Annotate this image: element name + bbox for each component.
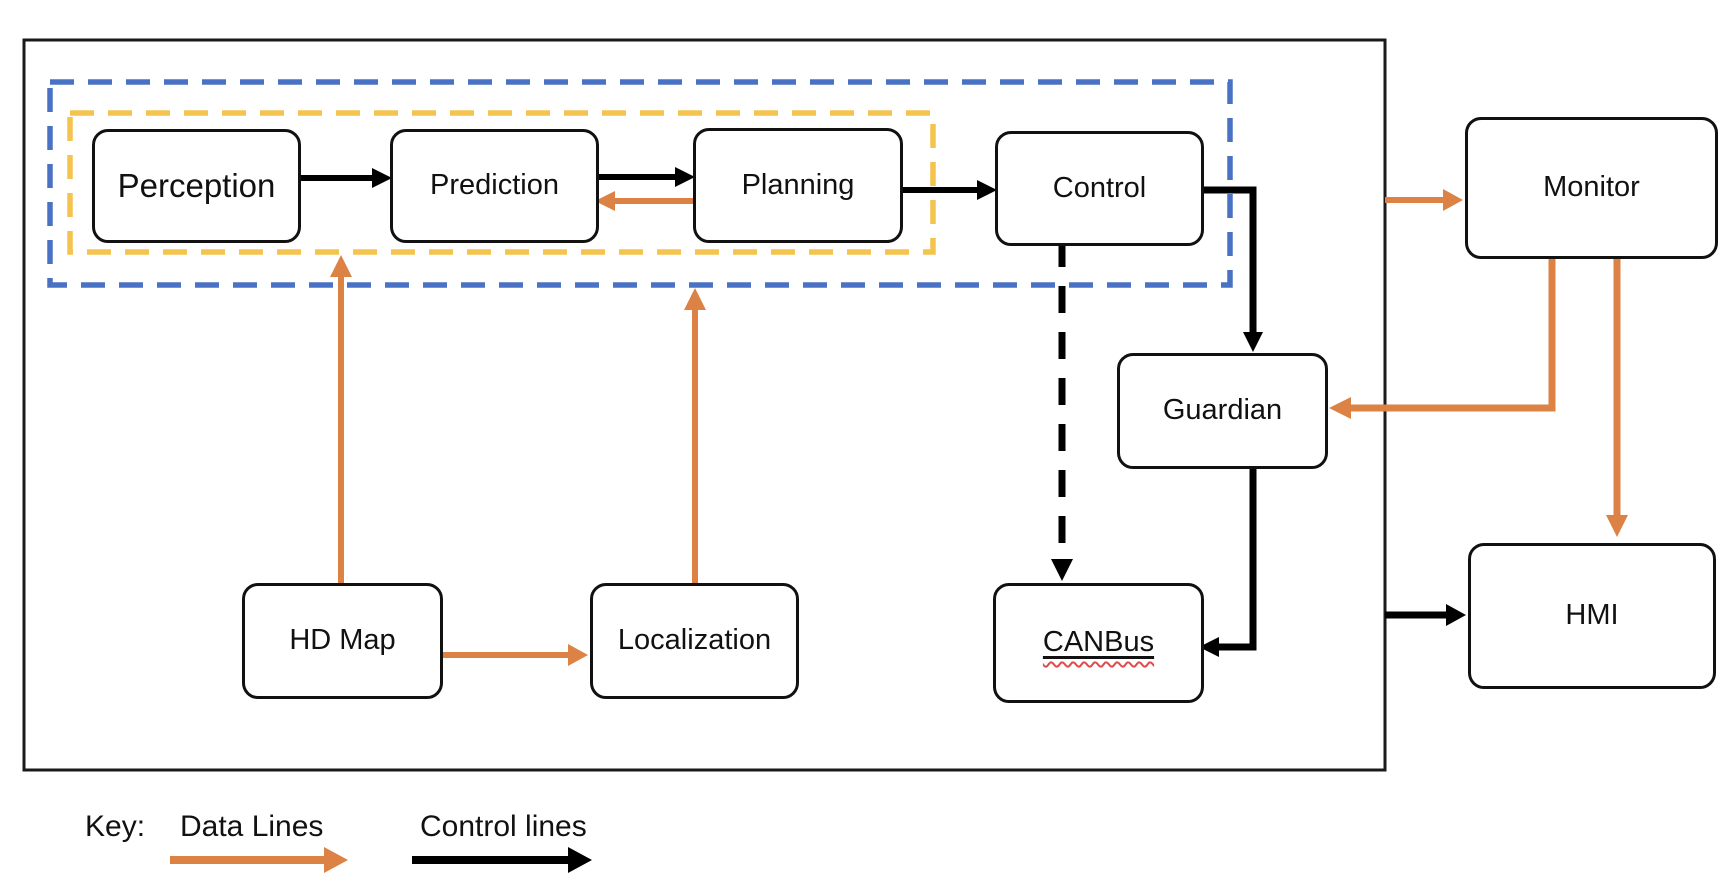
edge-monitor-to-guardian [1329, 253, 1556, 419]
edge-monitor-to-hmi [1606, 253, 1628, 537]
node-planning-label: Planning [741, 168, 855, 201]
edge-perception-to-prediction [295, 168, 392, 188]
edge-planning-to-prediction [595, 191, 693, 211]
node-guardian-label: Guardian [1162, 394, 1283, 427]
node-control: Control [995, 131, 1204, 246]
edge-localization-to-pipeline [684, 288, 706, 583]
node-prediction-label: Prediction [430, 169, 559, 202]
node-perception: Perception [92, 129, 301, 243]
key-data-line-arrow [170, 847, 348, 873]
edge-hdmap-to-localization [437, 644, 588, 666]
node-localization-label: Localization [617, 624, 772, 657]
key-control-line-arrow [412, 847, 592, 873]
key-control-lines-label: Control lines [420, 810, 587, 843]
node-planning: Planning [693, 128, 903, 243]
node-hmi-label: HMI [1565, 599, 1619, 632]
node-guardian: Guardian [1117, 353, 1328, 469]
edge-guardian-to-canbus [1199, 463, 1257, 657]
node-canbus: CANBus [993, 583, 1204, 703]
edge-control-to-canbus-dashed [1051, 240, 1073, 581]
node-prediction: Prediction [390, 129, 599, 243]
node-monitor-label: Monitor [1543, 171, 1640, 204]
node-hmi: HMI [1468, 543, 1716, 689]
key-title: Key: [85, 810, 146, 843]
edge-system-to-hmi [1385, 604, 1466, 626]
edge-planning-to-control [897, 180, 997, 200]
edge-system-to-monitor [1385, 189, 1463, 211]
edge-prediction-to-planning [593, 167, 695, 187]
node-hd-map-label: HD Map [289, 624, 396, 657]
node-localization: Localization [590, 583, 799, 699]
node-perception-label: Perception [117, 166, 276, 204]
edge-control-to-guardian [1198, 186, 1263, 352]
node-canbus-label: CANBus [1042, 626, 1155, 659]
node-monitor: Monitor [1465, 117, 1718, 259]
blue-dashed-group-box [47, 79, 1233, 288]
node-control-label: Control [1052, 171, 1147, 204]
key-data-lines-label: Data Lines [180, 810, 324, 843]
yellow-dashed-group-box [67, 110, 936, 255]
node-hd-map: HD Map [242, 583, 443, 699]
edge-hdmap-to-pipeline [330, 255, 352, 583]
